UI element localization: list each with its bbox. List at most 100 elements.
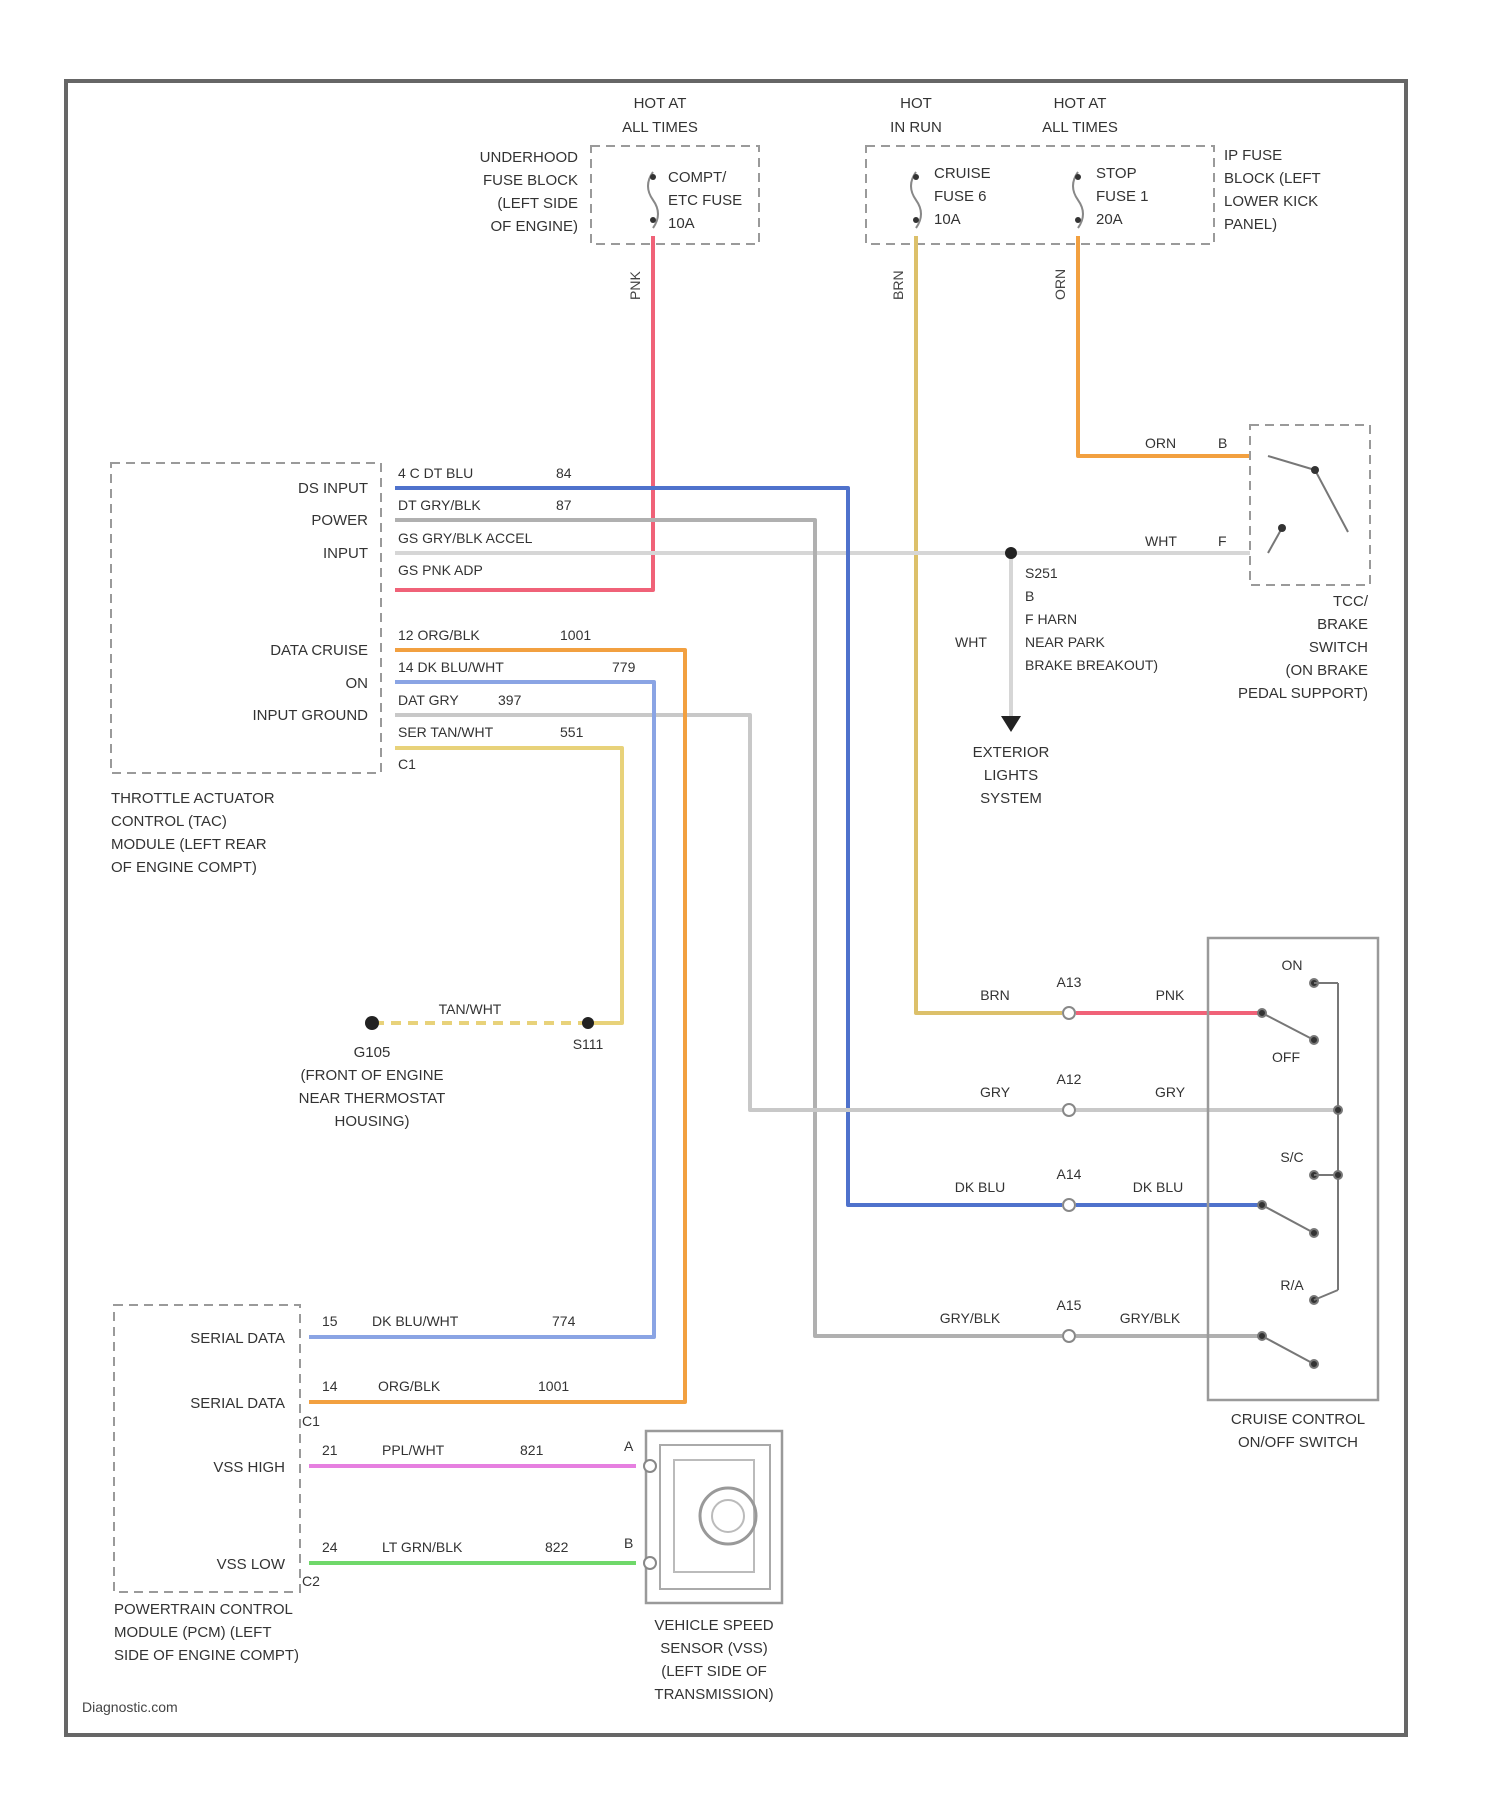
tac-wire-2: GS GRY/BLK ACCEL (398, 530, 533, 546)
ip-fuse-label-1: BLOCK (LEFT (1224, 170, 1321, 187)
tac-circuit-2: 1001 (560, 627, 591, 643)
tac-wire-6: DAT GRY (398, 692, 459, 708)
pcm-circuit-0: 774 (552, 1313, 576, 1329)
pcm-wire-1: ORG/BLK (378, 1378, 441, 1394)
ip-fuse-label-0: IP FUSE (1224, 147, 1282, 164)
splice-label-2: F HARN (1025, 611, 1077, 627)
cruise-pin-a12: A12 (1057, 1071, 1082, 1087)
tac-circuit-3: 779 (612, 659, 636, 675)
vss-pin-a: A (624, 1438, 634, 1454)
tac-connector-c1: C1 (398, 756, 416, 772)
underhood-label-3: OF ENGINE) (490, 218, 578, 235)
cruise-name-0: CRUISE CONTROL (1231, 1411, 1365, 1428)
tcc-wire-wht: WHT (1145, 533, 1177, 549)
cruise-switch-outline (1208, 938, 1378, 1400)
tcc-pin-f: F (1218, 533, 1227, 549)
underhood-fuse-block: HOT AT ALL TIMES UNDERHOOD FUSE BLOCK (L… (480, 95, 759, 244)
cruise-rwire-1: GRY (1155, 1084, 1186, 1100)
pcm-module: SERIAL DATA SERIAL DATA VSS HIGH VSS LOW… (114, 1305, 576, 1664)
hot-label-2b: ALL TIMES (1042, 119, 1118, 136)
cruise-pos-on: ON (1282, 957, 1303, 973)
cruise-pos-off: OFF (1272, 1049, 1300, 1065)
tcc-brake-switch: ORN B WHT F TCC/ BRAKE SWITCH (ON BRAKE … (1145, 425, 1370, 702)
cruise-pin-a15: A15 (1057, 1297, 1082, 1313)
vss-pin-b: B (624, 1535, 633, 1551)
cruise-rwire-0: PNK (1156, 987, 1185, 1003)
cruise-pin-a14: A14 (1057, 1166, 1082, 1182)
hot-label-2: HOT AT (1054, 95, 1107, 112)
wire-gry-a12 (395, 715, 1062, 1110)
cruise-pos-ra: R/A (1280, 1277, 1304, 1293)
wire-orgblk (309, 650, 685, 1402)
tac-pin-input: INPUT (323, 545, 368, 562)
ip-fuse-outline (866, 146, 1214, 244)
wires (309, 236, 1338, 1563)
ground-name-2: NEAR THERMOSTAT (299, 1090, 446, 1107)
tac-module: DS INPUT POWER INPUT DATA CRUISE ON INPU… (111, 463, 636, 876)
pcm-circuit-3: 822 (545, 1539, 569, 1555)
wire-orn-stop (1078, 236, 1250, 456)
splice-dot (1005, 547, 1017, 559)
hot-label-1b: ALL TIMES (622, 119, 698, 136)
hot-label-1: HOT AT (634, 95, 687, 112)
splice-label-0: S251 (1025, 565, 1058, 581)
pcm-pin-serial-data-2: SERIAL DATA (190, 1395, 285, 1412)
pcm-pin-serial-data-1: SERIAL DATA (190, 1330, 285, 1347)
pcm-pin-num-1: 14 (322, 1378, 338, 1394)
pcm-name-0: POWERTRAIN CONTROL (114, 1601, 293, 1618)
vss-name-2: (LEFT SIDE OF (661, 1663, 767, 1680)
tac-wire-4: 12 ORG/BLK (398, 627, 480, 643)
etc-fuse-label-0: COMPT/ (668, 169, 727, 186)
ground-splice-id: S111 (573, 1036, 604, 1052)
watermark: Diagnostic.com (82, 1699, 178, 1715)
vss-name-3: TRANSMISSION) (654, 1686, 773, 1703)
wire-label-pnk: PNK (627, 271, 643, 300)
stop-fuse-label-1: FUSE 1 (1096, 188, 1149, 205)
pcm-pin-num-0: 15 (322, 1313, 338, 1329)
cruise-pos-sc: S/C (1280, 1149, 1303, 1165)
pcm-wire-0: DK BLU/WHT (372, 1313, 459, 1329)
wire-label-orn: ORN (1052, 269, 1068, 300)
vss-outline (646, 1431, 782, 1603)
cruise-fuse-label-1: FUSE 6 (934, 188, 987, 205)
tcc-wire-orn: ORN (1145, 435, 1176, 451)
wire-dkblu-a14 (395, 488, 1062, 1205)
tac-name-3: OF ENGINE COMPT) (111, 859, 257, 876)
pcm-pin-num-2: 21 (322, 1442, 338, 1458)
tcc-outline (1250, 425, 1370, 585)
ground-name-3: HOUSING) (335, 1113, 410, 1130)
diagram-frame (66, 81, 1406, 1735)
vss-sensor-icon (700, 1488, 756, 1544)
pcm-connector-c1: C1 (302, 1413, 320, 1429)
ip-fuse-block: HOT IN RUN HOT AT ALL TIMES CRUISE FUSE … (866, 95, 1321, 244)
cruise-rwire-3: GRY/BLK (1120, 1310, 1181, 1326)
cruise-lwire-3: GRY/BLK (940, 1310, 1001, 1326)
tcc-name-1: BRAKE (1317, 616, 1368, 633)
tac-name-0: THROTTLE ACTUATOR (111, 790, 275, 807)
splice-wire-wht: WHT (955, 634, 987, 650)
tcc-name-4: PEDAL SUPPORT) (1238, 685, 1368, 702)
tac-wire-1: DT GRY/BLK (398, 497, 481, 513)
etc-fuse-label-2: 10A (668, 215, 695, 232)
ground-splice-dot (582, 1017, 594, 1029)
tac-circuit-1: 87 (556, 497, 572, 513)
splice-s251: S251 B F HARN NEAR PARK BRAKE BREAKOUT) … (955, 547, 1158, 807)
cruise-fuse-label-2: 10A (934, 211, 961, 228)
pcm-name-1: MODULE (PCM) (LEFT (114, 1624, 272, 1641)
tac-wire-0: 4 C DT BLU (398, 465, 473, 481)
cruise-lwire-0: BRN (980, 987, 1010, 1003)
tac-wire-7: SER TAN/WHT (398, 724, 494, 740)
pcm-wire-2: PPL/WHT (382, 1442, 445, 1458)
ground-name-1: (FRONT OF ENGINE (300, 1067, 443, 1084)
tcc-name-0: TCC/ (1333, 593, 1369, 610)
pcm-pin-vss-low: VSS LOW (217, 1556, 286, 1573)
cruise-name-1: ON/OFF SWITCH (1238, 1434, 1358, 1451)
tac-pin-input-ground: INPUT GROUND (252, 707, 368, 724)
vss-name-0: VEHICLE SPEED (654, 1617, 773, 1634)
pcm-circuit-1: 1001 (538, 1378, 569, 1394)
tac-circuit-4: 397 (498, 692, 522, 708)
tac-pin-data-cruise: DATA CRUISE (270, 642, 368, 659)
ip-fuse-label-2: LOWER KICK (1224, 193, 1318, 210)
ground-dot (365, 1016, 379, 1030)
